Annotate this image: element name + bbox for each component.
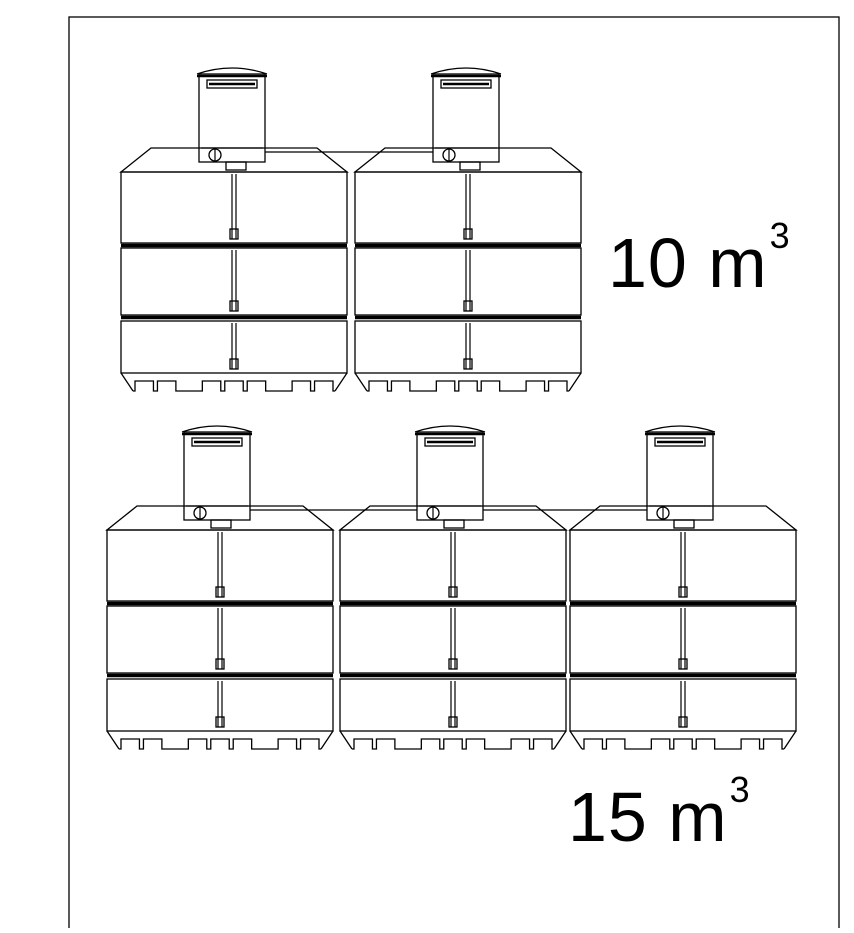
base-taper bbox=[106, 730, 120, 750]
tank-feet bbox=[352, 738, 554, 750]
capacity-value: 15 m bbox=[568, 778, 728, 856]
rib-block bbox=[215, 716, 225, 728]
lid-handle bbox=[191, 437, 243, 447]
base-taper bbox=[320, 730, 334, 750]
rib-block bbox=[448, 658, 458, 670]
tank-segment bbox=[354, 247, 582, 316]
tank-row-10m3 bbox=[119, 67, 583, 392]
tank bbox=[568, 425, 798, 750]
capacity-value: 10 m bbox=[608, 224, 768, 302]
lid-handle bbox=[440, 79, 492, 89]
tank-feet bbox=[133, 380, 335, 392]
tank-segment bbox=[120, 247, 348, 316]
lid-handle bbox=[424, 437, 476, 447]
tank-feet bbox=[582, 738, 784, 750]
tank-segment bbox=[339, 605, 567, 674]
capacity-label-15m3: 15 m3 bbox=[568, 772, 750, 853]
shaft-neck bbox=[225, 161, 247, 171]
rib-block bbox=[463, 300, 473, 312]
tank-feet bbox=[367, 380, 569, 392]
tank-segment bbox=[569, 605, 797, 674]
shaft-lid bbox=[181, 425, 253, 433]
rib-block bbox=[215, 658, 225, 670]
shaft-neck bbox=[459, 161, 481, 171]
rib-block bbox=[678, 586, 688, 598]
base-taper bbox=[354, 372, 368, 392]
tank-segment bbox=[354, 320, 582, 374]
tank-segment bbox=[569, 529, 797, 602]
rib-block bbox=[215, 586, 225, 598]
tank-segment bbox=[106, 529, 334, 602]
shaft-neck bbox=[673, 519, 695, 529]
shaft-lid bbox=[644, 425, 716, 433]
base-taper bbox=[569, 730, 583, 750]
access-shaft bbox=[198, 73, 266, 163]
access-shaft bbox=[646, 431, 714, 521]
capacity-exponent: 3 bbox=[729, 769, 750, 810]
rib-block bbox=[463, 228, 473, 240]
tank-segment bbox=[354, 171, 582, 244]
tank-segment bbox=[120, 320, 348, 374]
rib-block bbox=[229, 300, 239, 312]
base-taper bbox=[339, 730, 353, 750]
tank-segment bbox=[106, 678, 334, 732]
rib-block bbox=[463, 358, 473, 370]
base-taper bbox=[553, 730, 567, 750]
rib-block bbox=[229, 228, 239, 240]
rib-block bbox=[229, 358, 239, 370]
base-taper bbox=[568, 372, 582, 392]
access-shaft bbox=[432, 73, 500, 163]
tank-feet bbox=[119, 738, 321, 750]
shaft-lid bbox=[196, 67, 268, 75]
shaft-lid bbox=[414, 425, 486, 433]
capacity-label-10m3: 10 m3 bbox=[608, 218, 790, 299]
capacity-exponent: 3 bbox=[769, 215, 790, 256]
access-shaft bbox=[183, 431, 251, 521]
tank bbox=[338, 425, 568, 750]
rib-block bbox=[678, 658, 688, 670]
tank bbox=[105, 425, 335, 750]
lid-handle bbox=[654, 437, 706, 447]
base-taper bbox=[334, 372, 348, 392]
tank bbox=[119, 67, 349, 392]
lid-handle bbox=[206, 79, 258, 89]
tank-row-15m3 bbox=[105, 425, 798, 750]
rib-block bbox=[448, 716, 458, 728]
tank bbox=[353, 67, 583, 392]
tank-segment bbox=[569, 678, 797, 732]
tank-segment bbox=[120, 171, 348, 244]
access-shaft bbox=[416, 431, 484, 521]
tank-segment bbox=[106, 605, 334, 674]
shaft-neck bbox=[210, 519, 232, 529]
tank-segment bbox=[339, 678, 567, 732]
rib-block bbox=[678, 716, 688, 728]
rib-block bbox=[448, 586, 458, 598]
shaft-lid bbox=[430, 67, 502, 75]
shaft-neck bbox=[443, 519, 465, 529]
base-taper bbox=[783, 730, 797, 750]
tank-segment bbox=[339, 529, 567, 602]
base-taper bbox=[120, 372, 134, 392]
